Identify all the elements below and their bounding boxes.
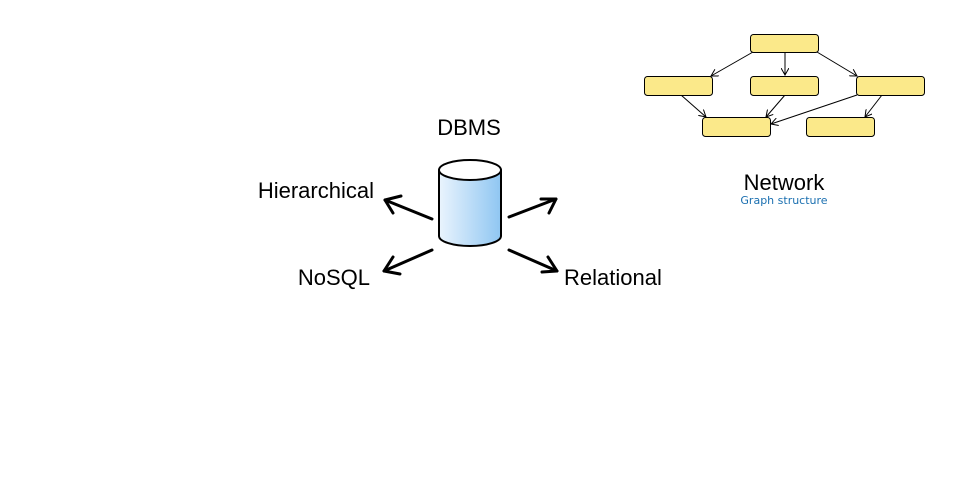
network-node xyxy=(856,76,925,96)
relational-label: Relational xyxy=(564,265,662,290)
hierarchical-label: Hierarchical xyxy=(258,178,374,203)
network-caption: Graph structure xyxy=(740,194,827,207)
arrow-to-hierarchical xyxy=(383,194,434,221)
network-node xyxy=(750,76,819,96)
dbms-label: DBMS xyxy=(437,115,501,140)
network-node xyxy=(644,76,713,96)
arrow-to-relational xyxy=(507,248,559,274)
network-graph xyxy=(644,34,925,137)
nosql-label: NoSQL xyxy=(298,265,370,290)
network-node xyxy=(750,34,819,53)
network-label: Network xyxy=(744,170,826,195)
network-node xyxy=(702,117,771,137)
network-node xyxy=(806,117,875,137)
database-icon xyxy=(438,159,502,247)
arrow-to-network xyxy=(507,197,558,219)
arrow-to-nosql xyxy=(382,248,434,276)
